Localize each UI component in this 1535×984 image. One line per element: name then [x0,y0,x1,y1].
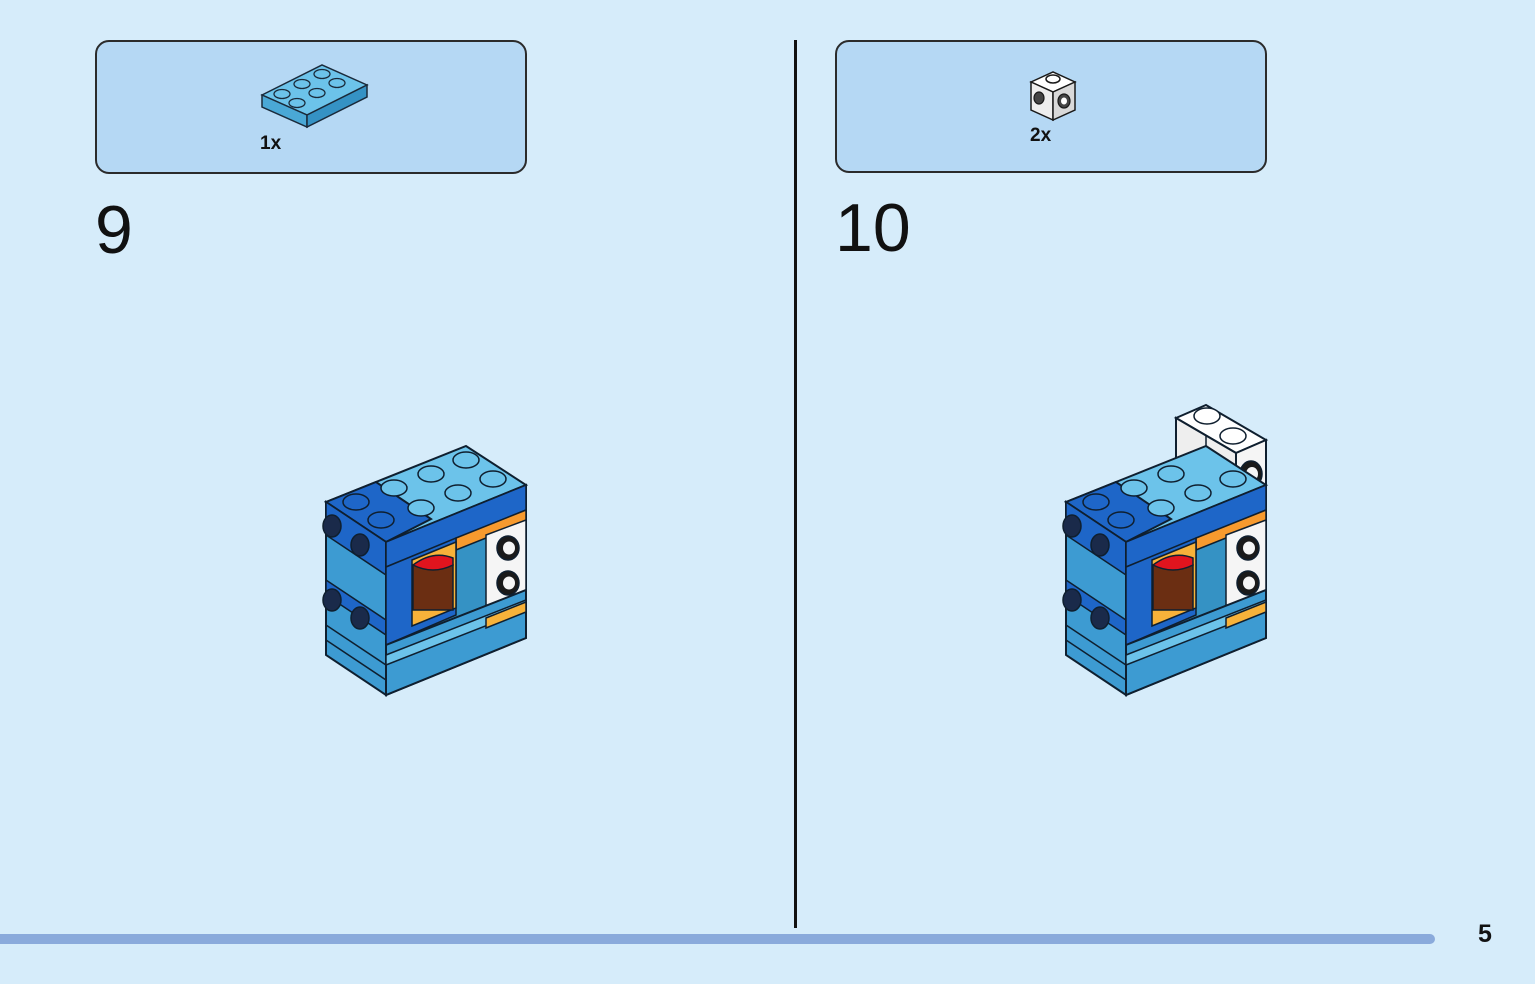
parts-callout-step-9: 1x [95,40,527,174]
model-step-10 [1062,403,1269,697]
part-quantity: 2x [1030,125,1052,146]
step-number: 10 [835,190,911,266]
white-brick-1x1-side-studs-icon [1029,71,1077,122]
model-step-9 [322,444,529,697]
part-quantity: 1x [260,133,282,154]
step-number: 9 [95,192,133,268]
progress-bar [0,934,1435,944]
parts-callout-step-10: 2x [835,40,1267,173]
light-blue-plate-2x3-icon [260,64,369,129]
step-divider [794,40,797,928]
page-number: 5 [1478,920,1492,948]
